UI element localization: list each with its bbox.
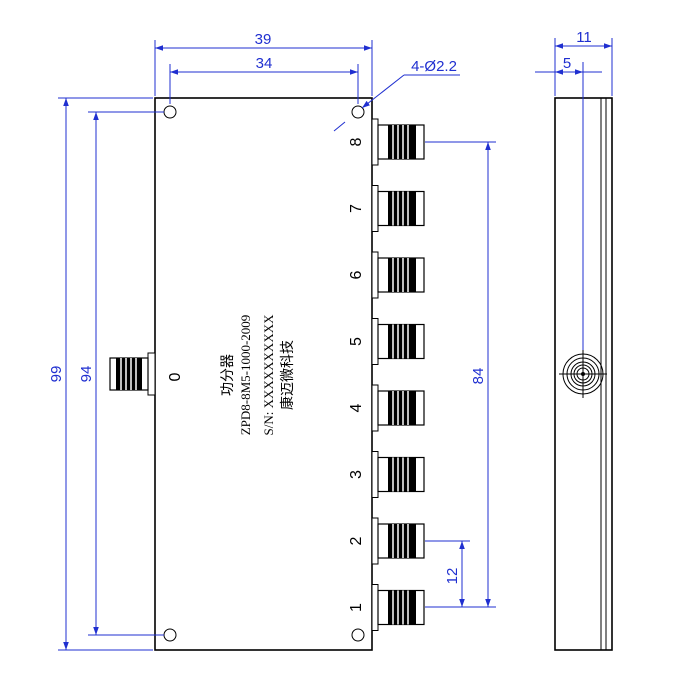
output-connector xyxy=(371,384,425,432)
dim-overall-height-value: 99 xyxy=(48,366,65,383)
output-connectors xyxy=(371,118,425,631)
dim-port-pitch-value: 12 xyxy=(444,568,461,585)
port-label-output: 5 xyxy=(348,337,365,346)
dim-hole-callout: 4-Ø2.2 xyxy=(333,58,460,132)
dim-side-depth: 11 xyxy=(554,29,613,96)
mount-hole-top-left xyxy=(163,105,177,119)
output-connector xyxy=(371,251,425,299)
port-label-output: 3 xyxy=(348,470,365,479)
dim-hole-spacing-y: 94 xyxy=(78,111,164,636)
dim-port-span: 84 xyxy=(425,141,496,608)
port-label-output: 7 xyxy=(348,204,365,213)
output-connector xyxy=(371,584,425,631)
port-label-output: 1 xyxy=(348,603,365,612)
dim-side-connector-offset: 5 xyxy=(535,55,602,350)
label-name: 功分器 xyxy=(220,354,236,396)
side-connector xyxy=(559,350,607,398)
port-label-output: 8 xyxy=(348,137,365,146)
dim-port-pitch: 12 xyxy=(425,540,470,607)
side-view xyxy=(554,97,613,651)
dim-port-span-value: 84 xyxy=(470,368,487,385)
input-connector xyxy=(109,352,156,396)
product-label: 功分器 ZPD8-8M5-1000-2009 S/N: XXXXXXXXXX 康… xyxy=(220,314,296,436)
dim-hole-callout-value: 4-Ø2.2 xyxy=(411,58,457,75)
output-connector xyxy=(371,517,425,565)
dim-overall-width: 39 xyxy=(154,31,373,96)
output-connector xyxy=(371,118,425,166)
dim-overall-width-value: 39 xyxy=(255,31,272,48)
output-connector xyxy=(371,185,425,232)
label-maker: 康迈微科技 xyxy=(279,340,296,410)
port-label-output: 2 xyxy=(348,536,365,545)
dim-side-depth-value: 11 xyxy=(576,29,592,46)
label-model: ZPD8-8M5-1000-2009 xyxy=(238,315,253,436)
dim-hole-spacing-x-value: 34 xyxy=(256,55,273,72)
dim-side-connector-offset-value: 5 xyxy=(563,55,571,72)
label-serial: S/N: XXXXXXXXXX xyxy=(261,314,276,436)
port-label-output: 6 xyxy=(348,270,365,279)
mount-hole-top-right xyxy=(351,105,365,119)
dim-overall-height: 99 xyxy=(48,97,153,651)
mount-hole-bottom-right xyxy=(351,628,365,642)
output-connector xyxy=(371,318,425,365)
port-label-input: 0 xyxy=(167,372,184,381)
dim-hole-spacing-x: 34 xyxy=(169,55,359,104)
port-label-output: 4 xyxy=(348,403,365,412)
mount-hole-bottom-left xyxy=(163,628,177,642)
output-connector xyxy=(371,451,425,498)
dim-hole-spacing-y-value: 94 xyxy=(78,366,95,383)
